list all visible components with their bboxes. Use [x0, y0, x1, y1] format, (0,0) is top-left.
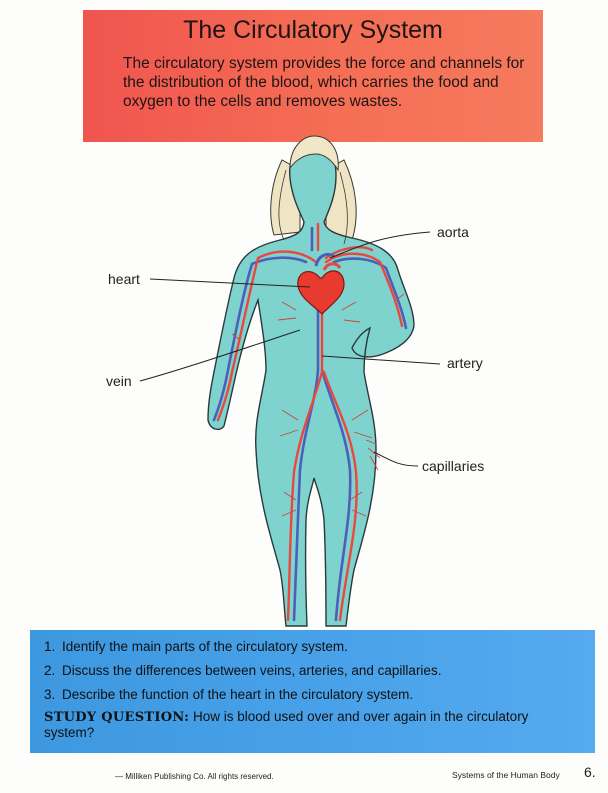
- label-capillaries: capillaries: [422, 458, 485, 474]
- question-item: 1.Identify the main parts of the circula…: [44, 639, 348, 654]
- vein-callout-line: [139, 329, 301, 382]
- heart-callout-line: [149, 278, 311, 288]
- header-box: The Circulatory System The circulatory s…: [83, 10, 543, 142]
- question-list: 1.Identify the main parts of the circula…: [44, 638, 579, 703]
- body-silhouette: [207, 141, 415, 627]
- artery-callout-line: [321, 355, 441, 365]
- header-description: The circulatory system provides the forc…: [123, 55, 525, 110]
- label-artery: artery: [447, 355, 483, 371]
- study-question-text: How is blood used over and over again in…: [44, 709, 529, 740]
- capillaries-callout-line: [373, 451, 419, 467]
- heart-icon: [297, 252, 345, 315]
- question-item: 2.Discuss the differences between veins,…: [44, 663, 442, 678]
- page-title: The Circulatory System: [183, 16, 443, 44]
- label-vein: vein: [106, 373, 132, 389]
- capillary-branches: [227, 293, 405, 517]
- study-question: STUDY QUESTION: How is blood used over a…: [44, 709, 579, 740]
- label-heart: heart: [108, 271, 140, 287]
- footer-copyright: — Milliken Publishing Co. All rights res…: [115, 772, 274, 781]
- question-item: 3.Describe the function of the heart in …: [44, 687, 414, 702]
- aorta-callout-line: [329, 231, 431, 259]
- hair-front: [289, 135, 339, 172]
- questions-box: 1.Identify the main parts of the circula…: [30, 630, 595, 753]
- callout-lines: [139, 231, 441, 467]
- label-aorta: aorta: [437, 224, 469, 240]
- artery-network: [216, 222, 404, 622]
- footer-book-title: Systems of the Human Body: [452, 770, 560, 780]
- study-question-label: STUDY QUESTION:: [44, 710, 190, 725]
- page-number: 6.: [584, 764, 596, 780]
